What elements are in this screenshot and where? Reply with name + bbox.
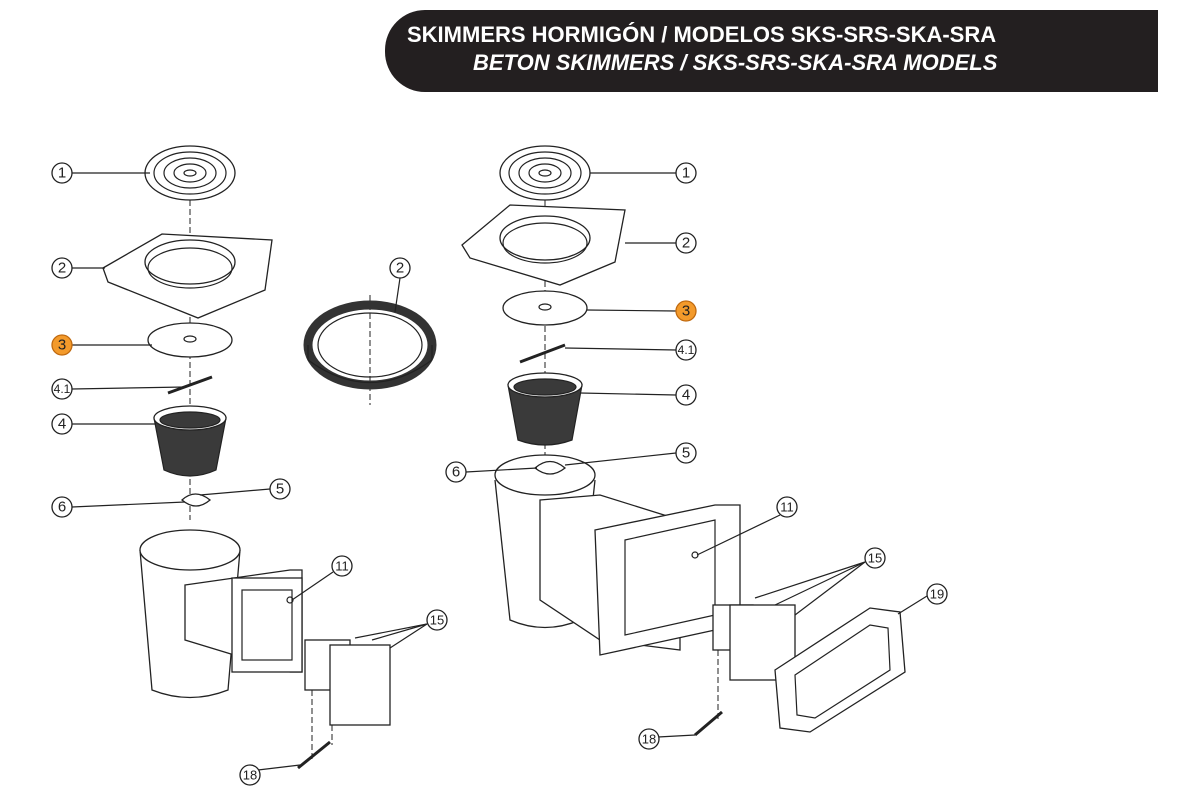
basket-part-right [507, 372, 583, 446]
svg-text:2: 2 [682, 235, 690, 252]
svg-text:2: 2 [396, 260, 404, 277]
lid-part [144, 145, 236, 201]
lid-part-right [499, 145, 591, 201]
svg-text:3: 3 [682, 303, 690, 320]
callout-19: 19 [926, 583, 948, 605]
svg-text:2: 2 [58, 260, 66, 277]
callout-3-highlighted: 3 [675, 300, 697, 322]
cover-plate-right [502, 290, 588, 326]
callout-11: 11 [331, 555, 353, 577]
callout-2: 2 [675, 232, 697, 254]
svg-text:6: 6 [58, 499, 66, 516]
callout-3-highlighted: 3 [51, 334, 73, 356]
cover-plate-part [147, 322, 233, 358]
svg-text:3: 3 [58, 337, 66, 354]
callout-6: 6 [445, 461, 467, 483]
svg-text:5: 5 [682, 445, 690, 462]
svg-text:1: 1 [58, 165, 66, 182]
callout-4: 4 [675, 384, 697, 406]
callout-1: 1 [51, 162, 73, 184]
svg-text:6: 6 [452, 464, 460, 481]
callout-5: 5 [675, 442, 697, 464]
callout-2-ring: 2 [389, 257, 411, 279]
callout-2: 2 [51, 257, 73, 279]
svg-text:1: 1 [682, 165, 690, 182]
left-callouts: 1 2 3 4.1 4 5 6 11 15 18 [51, 162, 448, 786]
callout-18: 18 [638, 728, 660, 750]
right-callouts: 1 2 3 4.1 4 5 6 11 15 19 18 [445, 162, 948, 750]
title-english: BETON SKIMMERS / SKS-SRS-SKA-SRA MODELS [473, 50, 998, 75]
weir-part [304, 639, 391, 726]
svg-text:5: 5 [276, 481, 284, 498]
callout-4: 4 [51, 413, 73, 435]
callout-18: 18 [239, 764, 261, 786]
svg-text:18: 18 [243, 768, 257, 783]
left-assembly [102, 145, 391, 770]
callout-4-1: 4.1 [675, 339, 697, 361]
basket-part [153, 405, 227, 477]
skimmer-body-right [494, 454, 741, 656]
callout-4-1: 4.1 [51, 378, 73, 400]
svg-text:15: 15 [430, 613, 444, 628]
title-banner: SKIMMERS HORMIGÓN / MODELOS SKS-SRS-SKA-… [385, 10, 1158, 92]
right-assembly [461, 145, 906, 737]
svg-text:4: 4 [682, 387, 690, 404]
middle-callouts: 2 [389, 257, 411, 279]
callout-1: 1 [675, 162, 697, 184]
callout-5: 5 [269, 478, 291, 500]
title-spanish: SKIMMERS HORMIGÓN / MODELOS SKS-SRS-SKA-… [407, 22, 997, 47]
svg-text:11: 11 [335, 559, 349, 574]
leader-lines [71, 172, 928, 771]
callout-15: 15 [864, 547, 886, 569]
svg-text:4.1: 4.1 [678, 343, 695, 357]
svg-text:15: 15 [868, 551, 882, 566]
svg-text:4: 4 [58, 416, 66, 433]
svg-text:18: 18 [642, 732, 656, 747]
faceplate-part [774, 607, 906, 733]
frame-part [102, 233, 273, 319]
skimmer-body [139, 529, 303, 699]
svg-text:11: 11 [780, 500, 794, 515]
frame-part-right [461, 204, 626, 286]
callout-6: 6 [51, 496, 73, 518]
svg-text:19: 19 [930, 587, 944, 602]
callout-11: 11 [776, 496, 798, 518]
ring-part [303, 295, 437, 405]
callout-15: 15 [426, 609, 448, 631]
svg-text:4.1: 4.1 [54, 382, 71, 396]
